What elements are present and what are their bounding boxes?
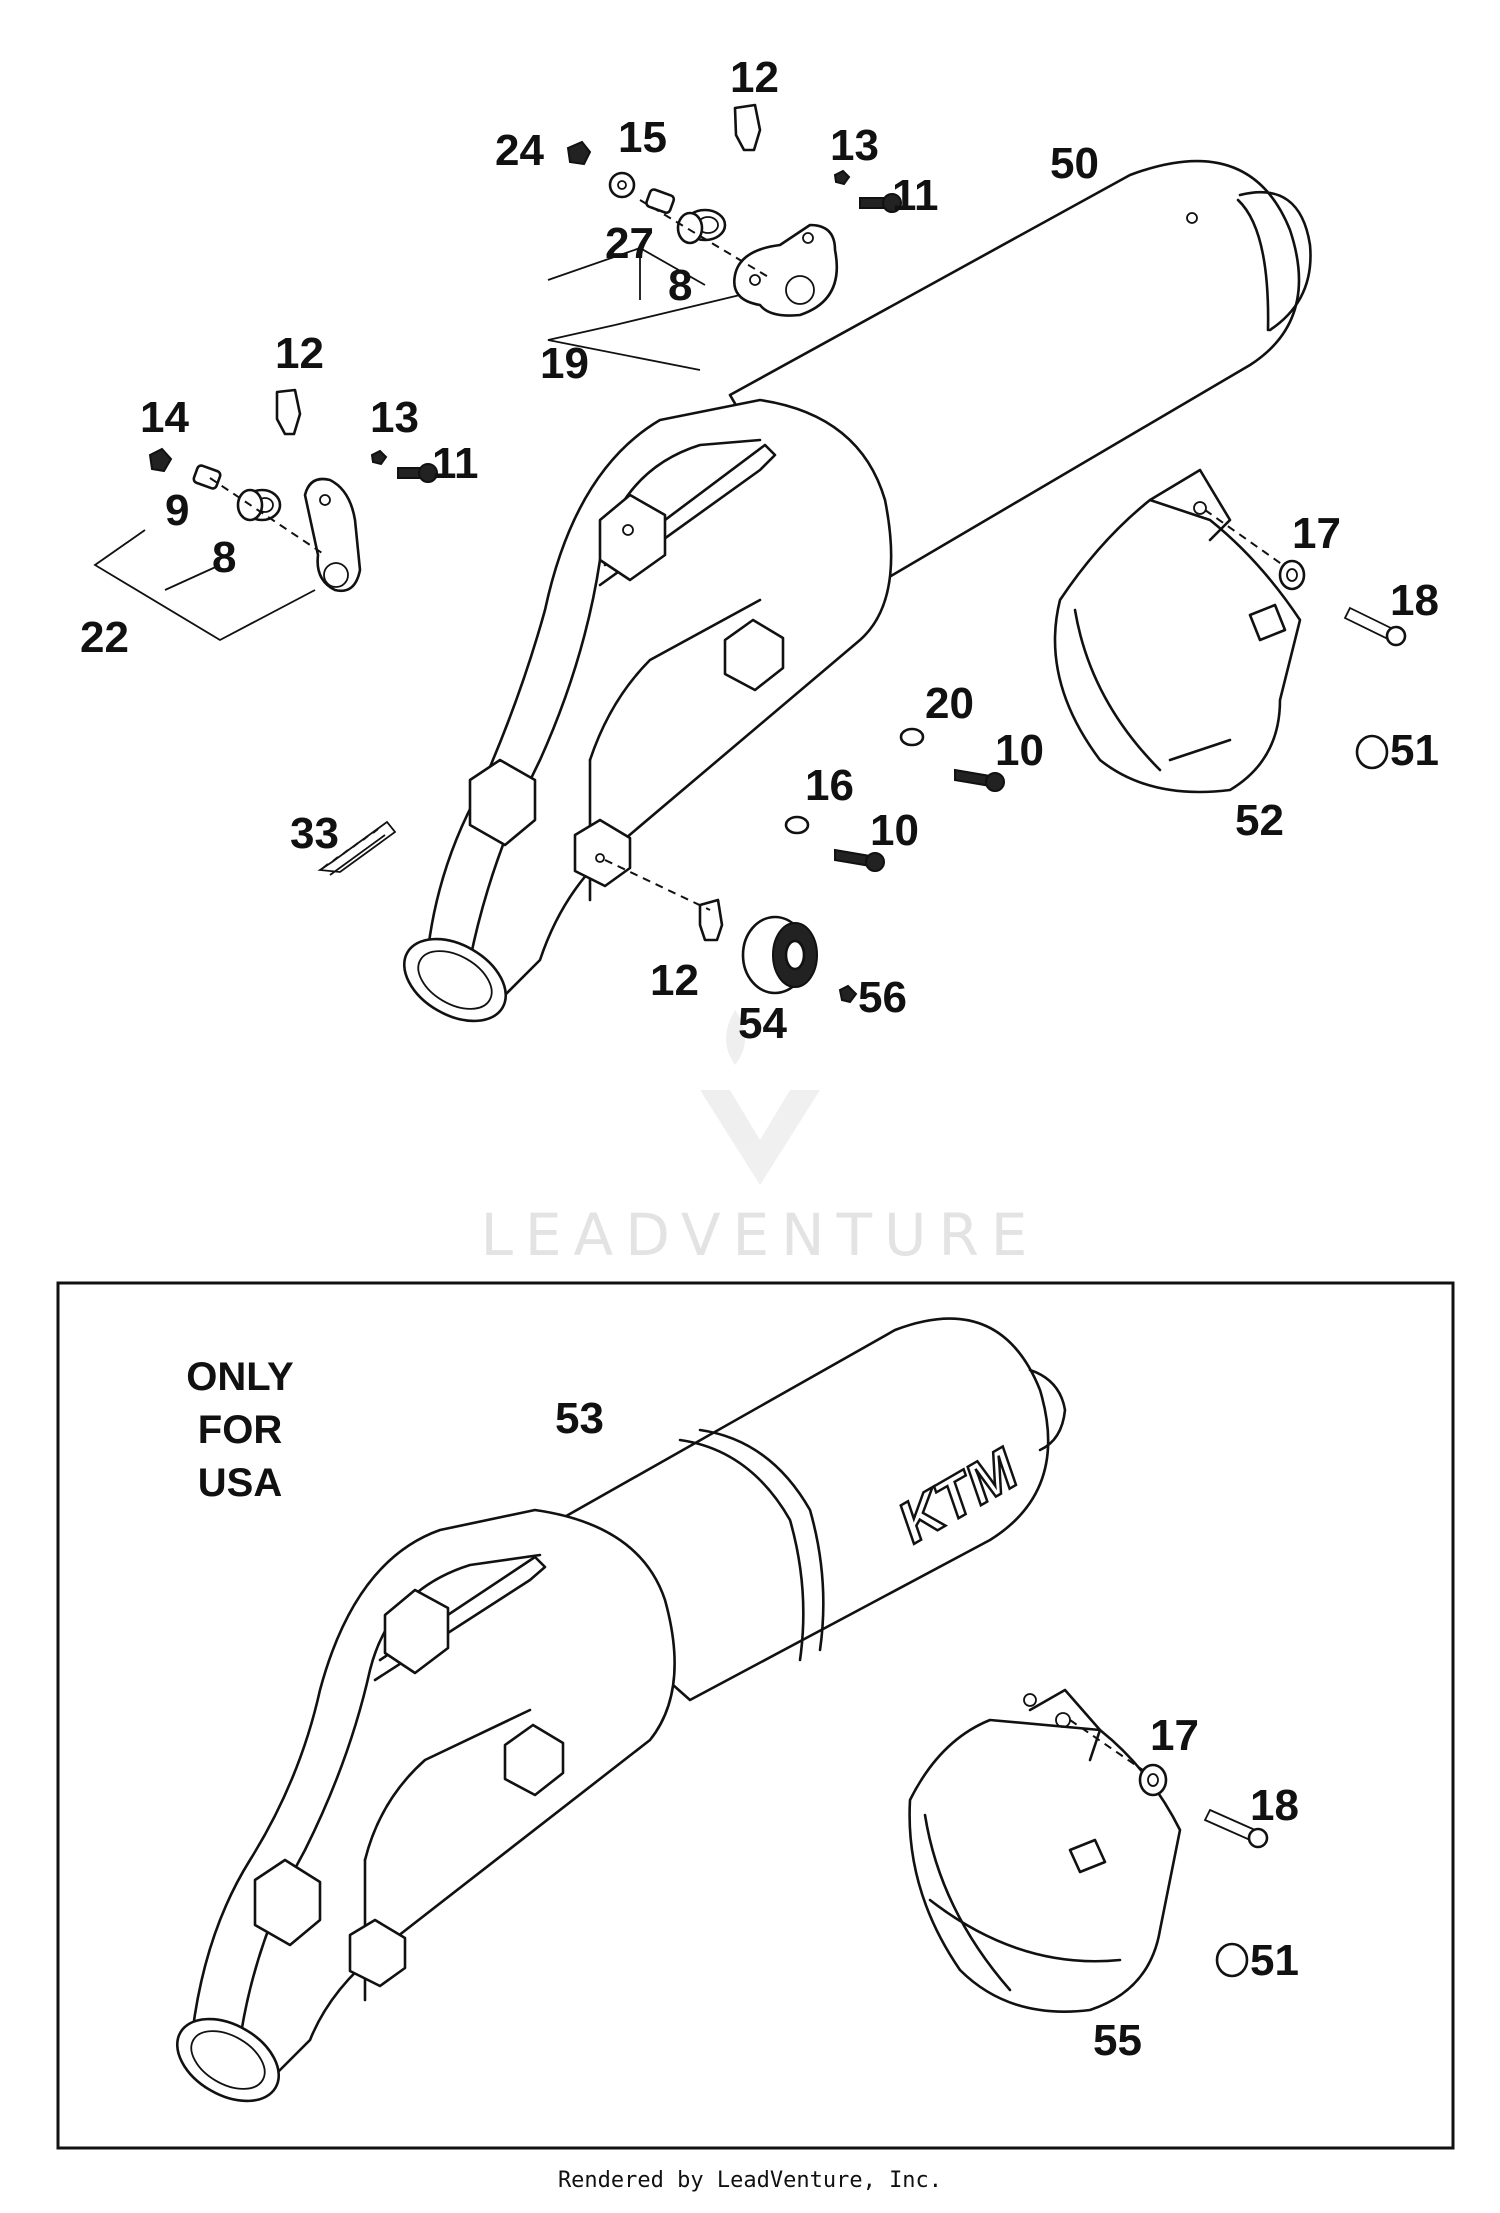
watermark-text: LEADVENTURE <box>481 1201 1040 1269</box>
callout-8: 8 <box>668 261 692 310</box>
callout-50: 50 <box>1050 139 1099 188</box>
callout-16: 16 <box>805 761 854 810</box>
callout-55: 55 <box>1093 2016 1142 2065</box>
callout-56: 56 <box>858 973 907 1022</box>
callouts-bottom: 53 17 18 51 55 <box>555 1394 1299 2065</box>
callout-54: 54 <box>738 999 787 1048</box>
small-parts-top <box>317 559 1407 1004</box>
callout-18: 18 <box>1390 576 1439 625</box>
usa-variant-frame <box>56 1281 1455 2150</box>
svg-text:FOR: FOR <box>198 1408 283 1452</box>
callout-19: 19 <box>540 339 589 388</box>
callout-17: 17 <box>1292 509 1341 558</box>
clamp-52 <box>1053 468 1302 794</box>
callout-12: 12 <box>730 53 779 102</box>
callout-10b: 10 <box>870 806 919 855</box>
callout-12c: 12 <box>650 956 699 1005</box>
callout-53: 53 <box>555 1394 604 1443</box>
callout-15: 15 <box>618 113 667 162</box>
callout-17b: 17 <box>1150 1711 1199 1760</box>
callout-10: 10 <box>995 726 1044 775</box>
callout-33: 33 <box>290 809 339 858</box>
clamp-55 <box>908 1688 1182 2013</box>
callout-27: 27 <box>605 219 654 268</box>
leader-lines-top <box>93 247 741 642</box>
callout-51: 51 <box>1390 726 1439 775</box>
callout-18b: 18 <box>1250 1781 1299 1830</box>
watermark-logo <box>700 1010 820 1185</box>
muffler-assembly-usa: KTM <box>175 1317 1067 2103</box>
callout-13: 13 <box>830 121 879 170</box>
bracket-19 <box>733 223 839 317</box>
callout-9: 9 <box>165 486 189 535</box>
callout-13b: 13 <box>370 393 419 442</box>
callout-8b: 8 <box>212 533 236 582</box>
callout-52: 52 <box>1235 796 1284 845</box>
bracket-22 <box>303 477 362 593</box>
callout-22: 22 <box>80 613 129 662</box>
callout-12b: 12 <box>275 329 324 378</box>
svg-text:USA: USA <box>198 1461 282 1505</box>
callouts-top: 12 24 15 13 11 50 27 8 19 12 14 13 11 9 … <box>80 53 1439 1048</box>
callout-11: 11 <box>892 171 939 220</box>
svg-text:ONLY: ONLY <box>186 1355 294 1399</box>
callout-20: 20 <box>925 679 974 728</box>
grommet-parts-left <box>148 388 438 522</box>
callout-51b: 51 <box>1250 1936 1299 1985</box>
callout-24: 24 <box>495 126 544 175</box>
usa-note: ONLY FOR USA <box>186 1355 294 1505</box>
footer-credit: Rendered by LeadVenture, Inc. <box>557 2168 943 2193</box>
callout-11b: 11 <box>432 439 479 488</box>
callout-14: 14 <box>140 393 189 442</box>
small-parts-usa <box>1138 1763 1269 1978</box>
muffler-assembly-top <box>402 159 1312 1023</box>
